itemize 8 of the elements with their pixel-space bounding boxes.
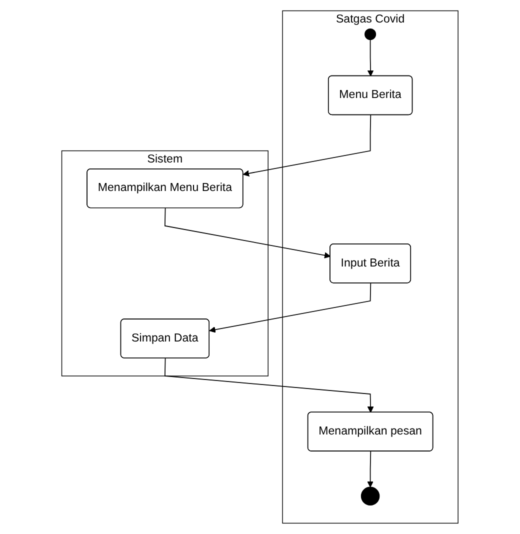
arrow: [209, 282, 372, 333]
arrow: [243, 114, 372, 177]
arrow: [367, 450, 374, 488]
node-circle: [361, 486, 380, 506]
node-circle: [364, 28, 376, 40]
arrow: [164, 358, 374, 413]
arrow: [164, 208, 331, 258]
arrow: [367, 39, 374, 76]
